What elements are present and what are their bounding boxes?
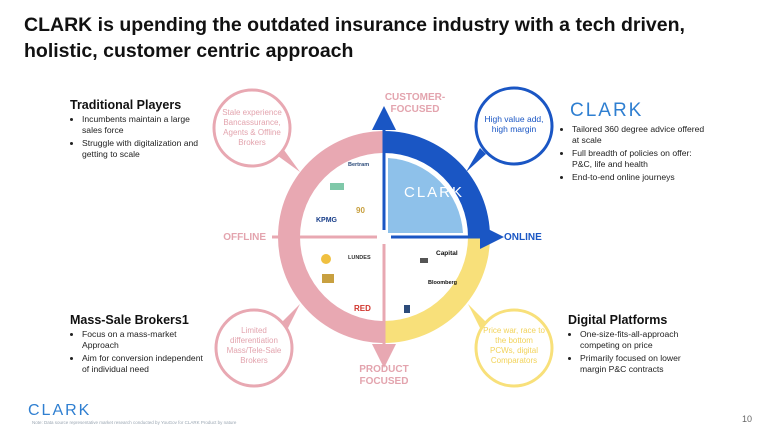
logo-tile-br-2 (404, 305, 410, 313)
digital-block: Digital Platforms One-size-fits-all-appr… (568, 313, 708, 377)
digital-heading: Digital Platforms (568, 313, 668, 327)
logo-bertram: Bertram (348, 162, 370, 168)
mass-sale-block: Mass-Sale Brokers1 Focus on a mass-marke… (70, 313, 210, 377)
logo-tile-tl-2 (330, 183, 344, 190)
axis-label-right: ONLINE (504, 232, 542, 243)
bubble-text-bottom-right: Price war, race to the bottom PCWs, digi… (483, 326, 545, 365)
traditional-heading: Traditional Players (70, 98, 182, 112)
logo-bloomberg: Bloomberg (428, 280, 458, 286)
bubble-text-top-right: High value add, high margin (484, 114, 544, 134)
clark-bullet-3: End-to-end online journeys (572, 172, 710, 183)
page-number: 10 (741, 414, 752, 424)
axis-label-top: CUSTOMER-FOCUSED (384, 92, 446, 115)
clark-block: Tailored 360 degree advice offered at sc… (560, 124, 710, 185)
logo-lundes: LUNDES (348, 255, 371, 261)
ring-top-left (278, 131, 384, 237)
axis-label-left: OFFLINE (223, 232, 266, 243)
bubble-text-top-left: Stale experience Bancassurance, Agents &… (222, 108, 282, 147)
ring-bottom-right (384, 237, 490, 343)
bubble-text-bottom-left: Limited differentiation Mass/Tele-Sale B… (226, 326, 282, 365)
clark-quadrant-fill (388, 158, 463, 233)
clark-bullet-2: Full breadth of policies on offer: P&C, … (572, 148, 710, 170)
ring-bottom-left (278, 237, 384, 343)
axis-label-bottom: PRODUCT FOCUSED (359, 364, 409, 387)
clark-logo-right: CLARK (570, 100, 644, 121)
logo-building-bl (322, 274, 334, 283)
traditional-bullet-1: Incumbents maintain a large sales force (82, 114, 205, 136)
bubble-top-left (212, 88, 300, 172)
traditional-players-block: Traditional Players Incumbents maintain … (70, 98, 205, 162)
logo-round-bl (321, 254, 331, 264)
bubble-bottom-left (214, 304, 300, 388)
logo-red: RED (354, 304, 371, 313)
clark-bullet-1: Tailored 360 degree advice offered at sc… (572, 124, 710, 146)
center-clark-logo: CLARK (404, 184, 465, 201)
mass-sale-bullet-2: Aim for conversion independent of indivi… (82, 353, 210, 375)
digital-bullet-2: Primarily focused on lower margin P&C co… (580, 353, 708, 375)
mass-sale-heading: Mass-Sale Brokers1 (70, 313, 189, 327)
logo-90: 90 (356, 206, 365, 215)
bubble-top-right (466, 86, 554, 172)
logo-tile-br (420, 258, 428, 263)
footer-clark-logo: CLARK (28, 402, 92, 419)
bubble-bottom-right (468, 304, 554, 388)
ring-top-right (384, 131, 490, 237)
logo-capital: Capital (436, 250, 458, 257)
page-title: CLARK is upending the outdated insurance… (24, 14, 685, 62)
logo-kpmg: KPMG (316, 217, 337, 224)
traditional-bullet-2: Struggle with digitalization and getting… (82, 138, 205, 160)
footnote: Note: Data source representative market … (32, 420, 237, 425)
digital-bullet-1: One-size-fits-all-approach competing on … (580, 329, 708, 351)
mass-sale-bullet-1: Focus on a mass-market Approach (82, 329, 210, 351)
